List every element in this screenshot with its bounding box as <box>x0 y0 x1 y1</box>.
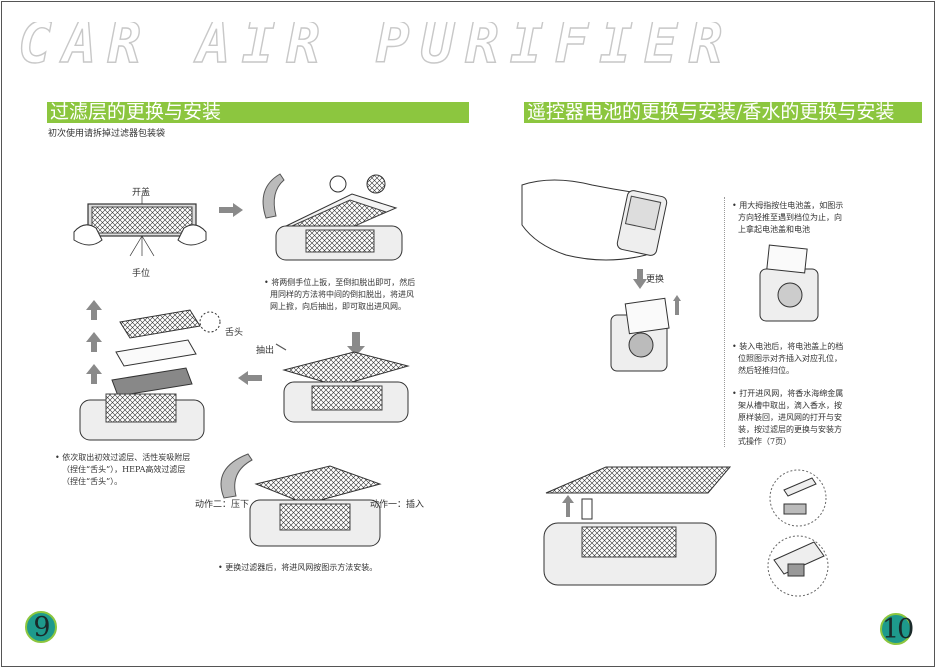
right-divider <box>724 197 725 447</box>
step2-line2: （捏住“舌头”），HEPA高效过滤层 <box>62 465 186 474</box>
note2-line1: • 装入电池后，将电池盖上的档 <box>732 342 844 351</box>
purifier-install-illustration <box>220 453 382 547</box>
note2-line2: 位照图示对齐插入对应孔位， <box>738 354 842 363</box>
perfume-detail-illustration <box>767 469 829 597</box>
step2-line3: （捏住“舌头”）。 <box>62 477 123 486</box>
left-heading-bar: 过滤层的更换与安装 <box>47 101 469 123</box>
note3-line2: 架从槽中取出，滴入香水，按 <box>738 401 842 410</box>
label-replace: 更换 <box>646 275 665 285</box>
left-heading: 过滤层的更换与安装 <box>50 101 222 123</box>
right-heading: 遥控器电池的更换与安装/香水的更换与安装 <box>527 101 895 123</box>
label-open: 开盖 <box>132 188 151 198</box>
label-action1: 动作一：插入 <box>370 500 425 510</box>
filter-layers-illustration <box>79 300 221 441</box>
step3-text: • 更换过滤器后，将进风网按图示方法安装。 <box>218 563 378 572</box>
remote-hand-illustration <box>521 179 668 261</box>
arrow-left-icon <box>238 371 262 385</box>
page-number-right: 10 <box>880 613 914 645</box>
remote-battery-illustration <box>610 295 681 372</box>
banner: CAR AIR PURIFIER <box>18 22 923 66</box>
purifier-pull-illustration <box>275 332 410 423</box>
step1-line2: 用同样的方法将中间的倒扣脱出，将进风 <box>270 290 414 299</box>
left-subheading: 初次使用请拆掉过滤器包装袋 <box>48 129 166 139</box>
step2-line1: • 依次取出初效过滤层、活性炭吸附层 <box>55 453 191 462</box>
label-hand: 手位 <box>132 269 151 279</box>
banner-title: CAR AIR PURIFIER <box>18 22 734 66</box>
filter-hands-illustration <box>73 196 207 257</box>
step1-line3: 网上掀，向后抽出，即可取出进风网。 <box>270 302 406 311</box>
note1-line3: 上拿起电池盖和电池 <box>738 225 810 234</box>
note2-line3: 然后轻推归位。 <box>738 366 794 375</box>
note1-line2: 方向轻推至遇到档位为止，向 <box>738 213 842 222</box>
remote-cover-illustration <box>759 244 819 322</box>
note1-line1: • 用大拇指按住电池盖，如图示 <box>732 201 844 210</box>
step1-line1: • 将两侧手位上扳，至倒扣脱出即可，然后 <box>264 278 416 287</box>
arrow-down-icon <box>633 269 647 289</box>
perfume-purifier-illustration <box>543 466 732 586</box>
page-number-left: 9 <box>25 611 57 643</box>
purifier-open-illustration <box>262 173 403 261</box>
label-tongue: 舌头 <box>225 328 244 338</box>
arrow-right-icon <box>219 203 243 217</box>
right-heading-bar: 遥控器电池的更换与安装/香水的更换与安装 <box>524 101 922 123</box>
note3-line3: 原样装回，进风网的打开与安 <box>738 413 842 422</box>
label-action2: 动作二：压下 <box>195 500 250 510</box>
note3-line5: 式操作（7页） <box>738 437 792 446</box>
note3-line1: • 打开进风网，将香水海绵金属 <box>732 389 844 398</box>
note3-line4: 装，按过滤层的更换与安装方 <box>738 425 842 434</box>
label-pull: 抽出 <box>256 346 275 356</box>
